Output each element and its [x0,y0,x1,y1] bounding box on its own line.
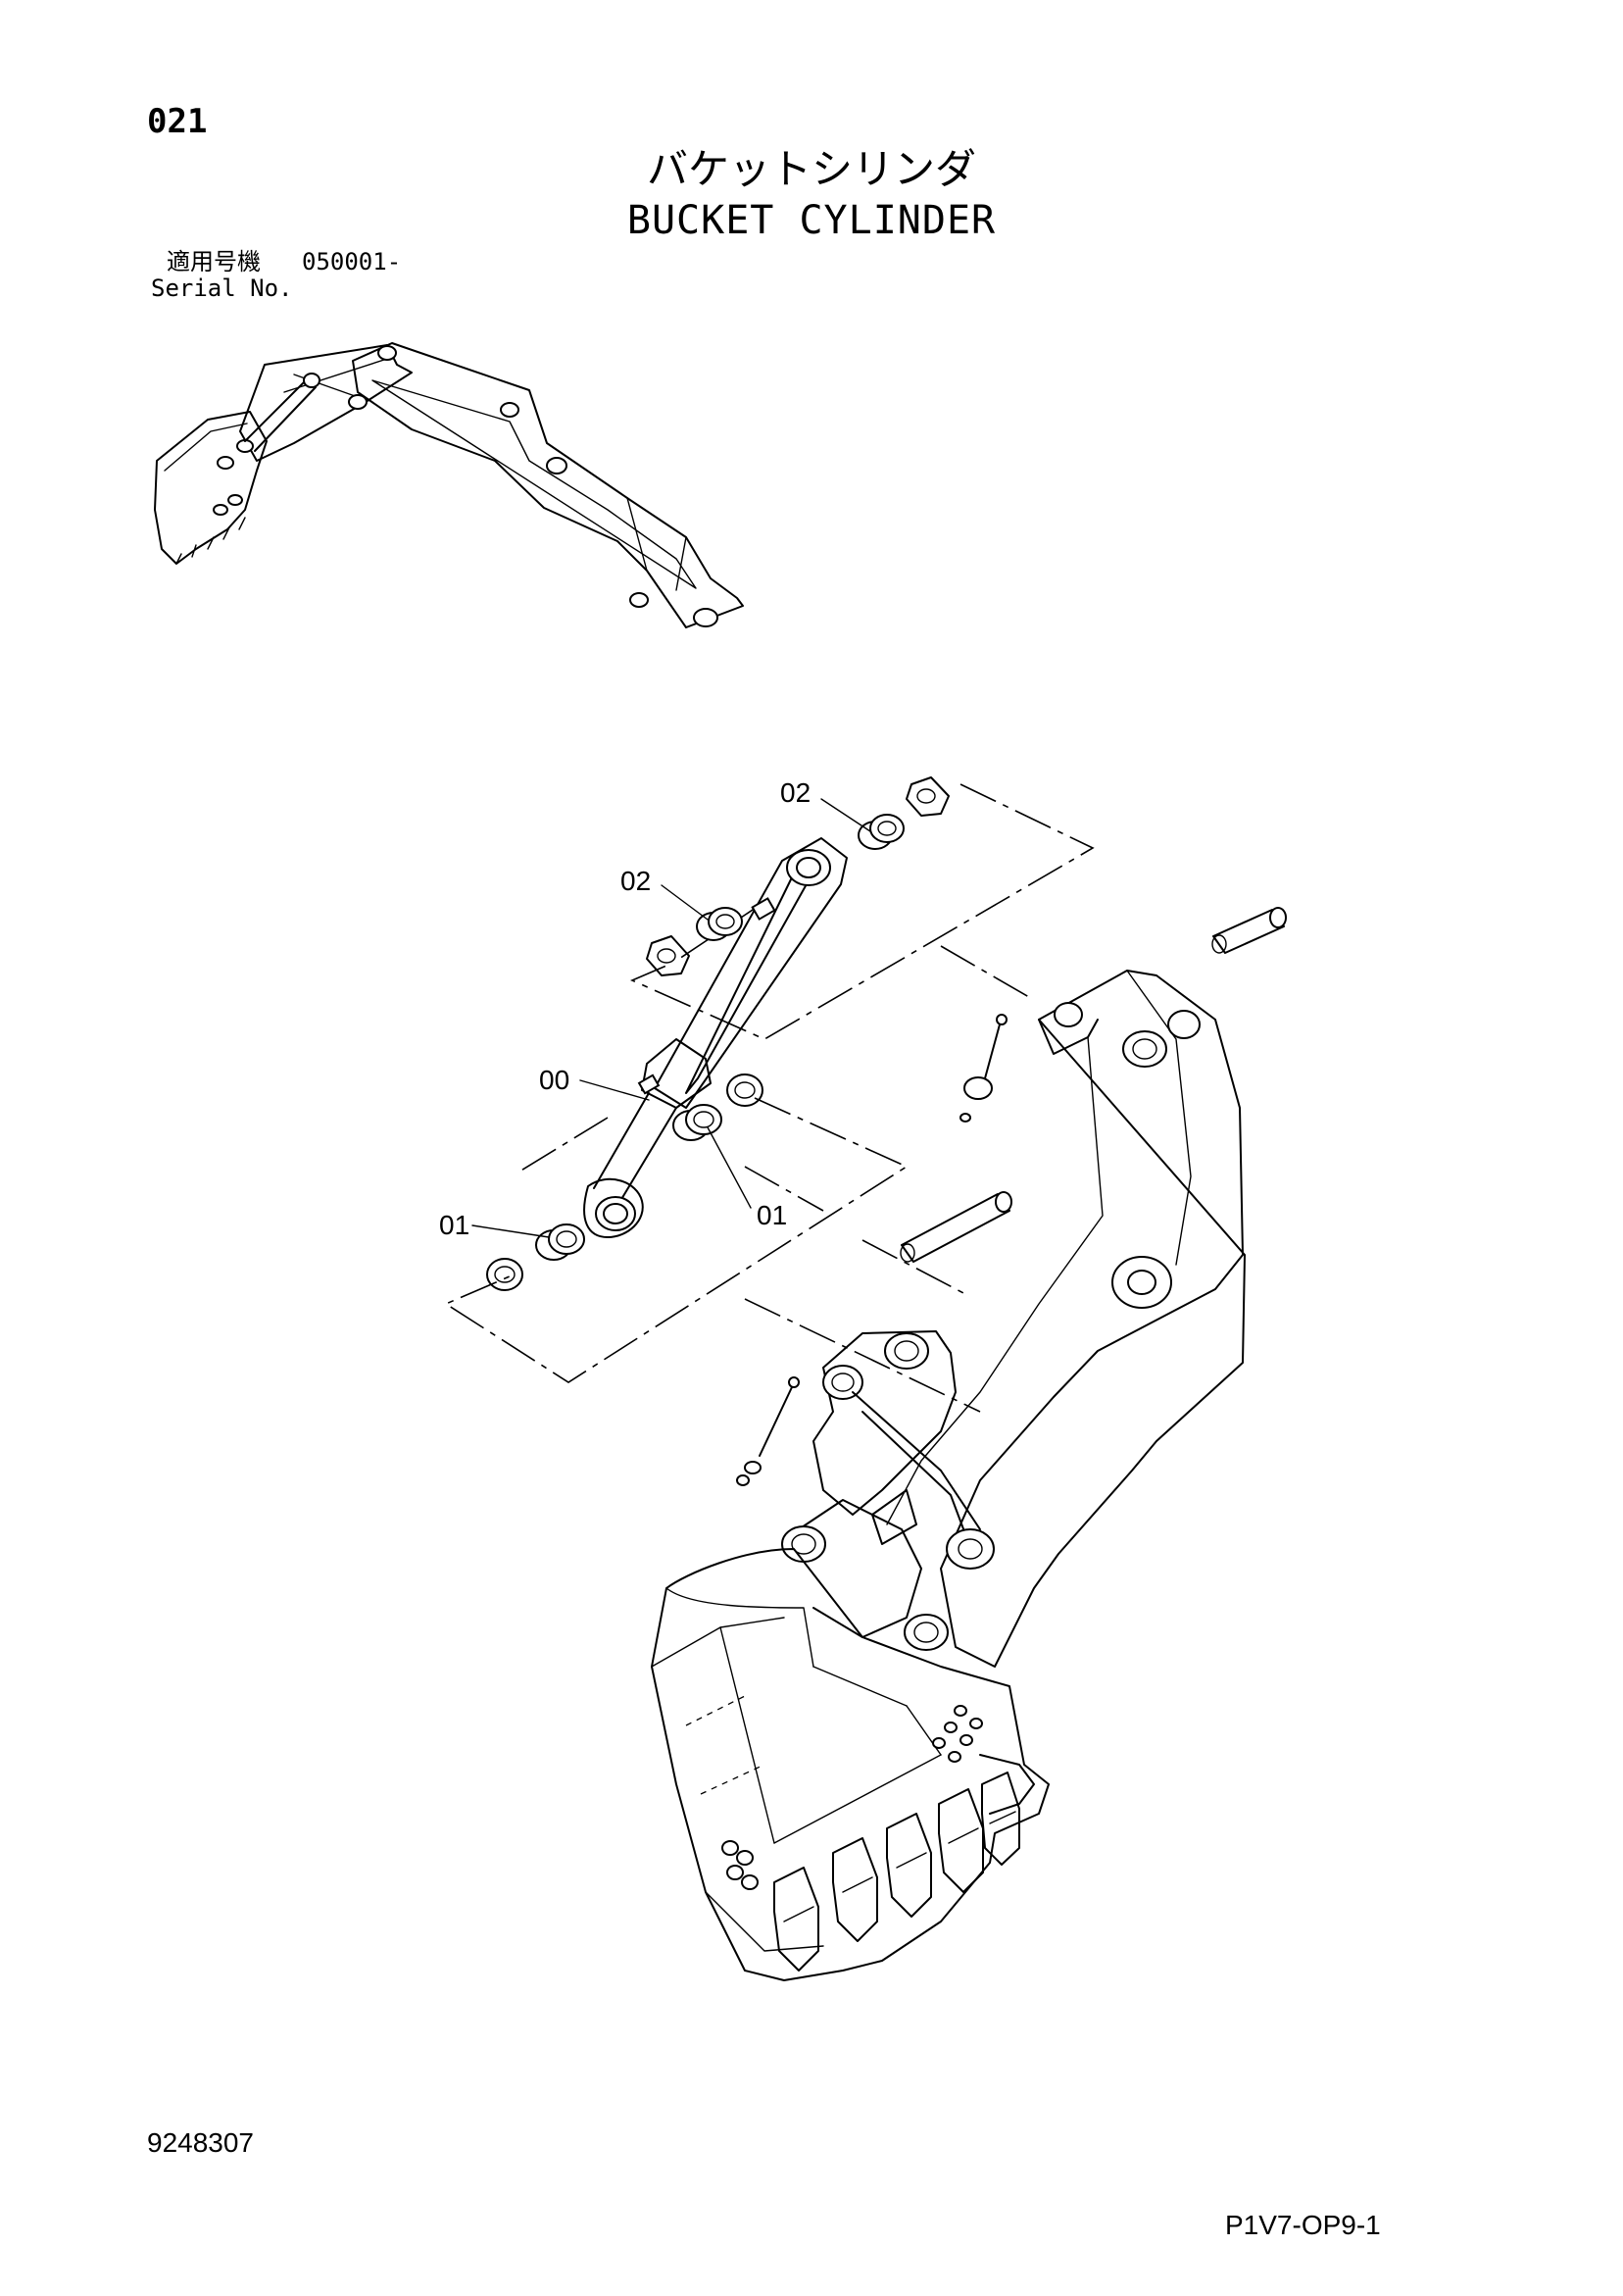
bushing-02-lower [696,907,743,941]
bushing-02-upper [858,814,905,850]
bushing-01-left [535,1223,585,1261]
bucket-teeth [773,1772,1020,1972]
callout-02-left: 02 [620,866,652,896]
callout-00: 00 [539,1065,570,1095]
pin-lower [900,1191,1012,1263]
page-number: 021 [147,102,208,141]
shim-upper [906,776,950,817]
bushing-01-right [672,1104,722,1141]
bolt-upper [959,1014,1008,1123]
bolt-lower [736,1376,800,1486]
callout-01-left: 01 [439,1210,470,1240]
shim-lower [646,935,690,976]
bucket-link [781,1330,995,1651]
keymap-bucket-cylinder [244,373,320,452]
title-japanese: バケットシリンダ [646,145,976,193]
callout-01-right: 01 [757,1200,788,1230]
serial-value: 050001- [302,248,402,275]
title-english: BUCKET CYLINDER [626,198,997,243]
callout-02-top: 02 [780,777,812,808]
serial-label-english: Serial No. [151,275,293,302]
drawing-number: 9248307 [147,2127,255,2158]
arm [886,970,1246,1668]
keymap-boom [352,342,744,628]
assembly-guide-lines [444,783,1095,1413]
callout-leaders [471,798,871,1238]
washer-right [726,1073,763,1107]
bucket-cylinder-assembly [583,837,848,1238]
keymap-bucket [154,411,268,565]
pin-upper [1211,907,1287,954]
washer-left [486,1258,523,1291]
page-code: P1V7-OP9-1 [1225,2210,1381,2240]
bucket [651,1548,1050,1981]
serial-label-japanese: 適用号機 [167,248,261,275]
